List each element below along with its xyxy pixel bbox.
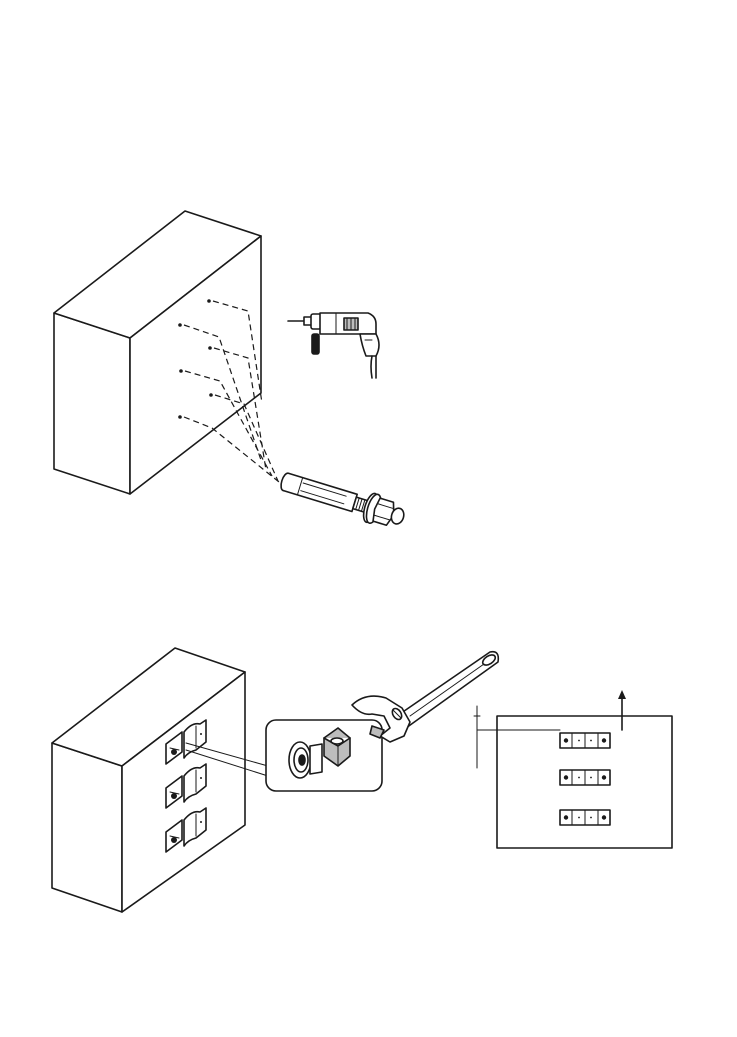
mounting-layout-panel — [474, 690, 672, 848]
figure-2-fastening — [52, 648, 672, 912]
figure-1-drilling — [54, 211, 408, 532]
wall-block-bottom — [52, 648, 245, 912]
layout-bracket — [560, 733, 610, 748]
washer-nut-detail — [266, 720, 382, 791]
mounting-brackets — [166, 720, 206, 852]
wall-front-face — [54, 313, 130, 494]
wall-block-top — [54, 211, 261, 494]
layout-bracket — [560, 770, 610, 785]
adjustable-wrench-icon — [352, 652, 498, 742]
hammer-drill-icon — [288, 313, 379, 378]
wall-front-face-2 — [52, 743, 122, 912]
expansion-anchor-bolt-icon — [277, 466, 407, 532]
layout-bracket — [560, 810, 610, 825]
layout-brackets — [560, 733, 610, 825]
